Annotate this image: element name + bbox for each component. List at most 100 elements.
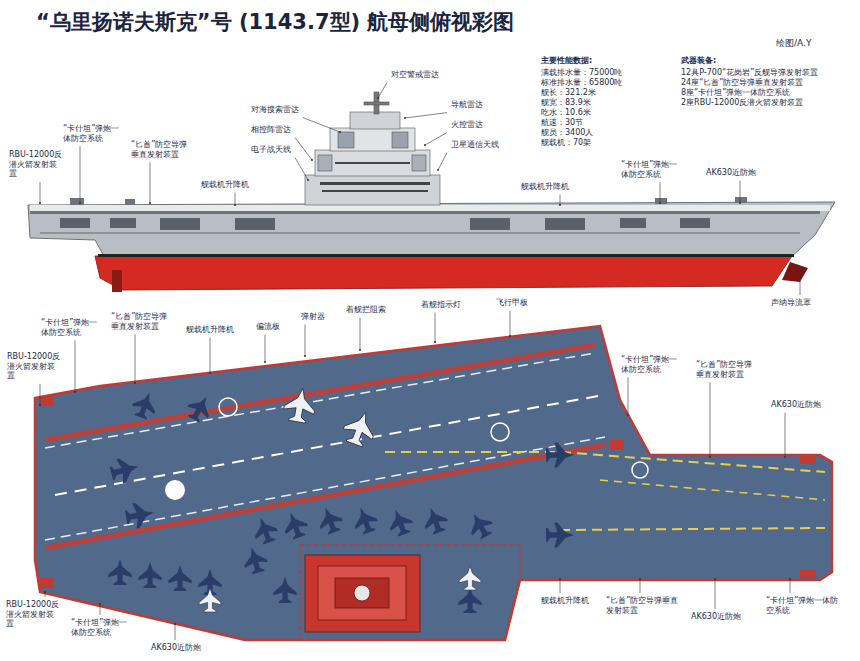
spec-line: 满载排水量：75000吨 [540, 68, 623, 78]
leader-dot [39, 202, 41, 204]
leader-dot [264, 361, 266, 363]
leader-dot [784, 456, 786, 458]
side-view [28, 92, 835, 292]
leader-dot [739, 202, 741, 204]
leader-line [378, 83, 387, 98]
leader-dot [404, 117, 406, 119]
part-label: 舰载机升降机 [540, 596, 590, 606]
part-label: “匕首”防空导弹垂直发射装置 [110, 312, 174, 331]
leader-dot [559, 204, 561, 206]
leader-dot [149, 202, 151, 204]
part-label: 对空警戒雷达 [390, 70, 440, 80]
spec-line: 24座“匕首”防空导弹垂直发射装置 [680, 78, 804, 88]
title: “乌里扬诺夫斯克”号 (1143.7型) 航母侧俯视彩图 [36, 8, 514, 36]
spec-line: 2座RBU-12000反潜火箭发射装置 [680, 98, 804, 108]
leader-line [40, 384, 41, 405]
part-label: 对海搜索雷达 [250, 105, 300, 115]
leader-line [210, 338, 211, 373]
credit: 绘图/A.Y [775, 38, 812, 49]
leader-dot [639, 578, 641, 580]
spec-heading: 主要性能数据: [540, 56, 593, 66]
leader-dot [377, 97, 379, 99]
part-label: 火控雷达 [450, 120, 484, 130]
leader-line [235, 193, 236, 205]
leader-dot [799, 269, 801, 271]
leader-line [425, 133, 447, 145]
part-label: 相控阵雷达 [250, 125, 292, 135]
leader-dot [559, 578, 561, 580]
part-label: 偏流板 [255, 322, 281, 332]
part-label: AK630近防炮 [770, 400, 827, 410]
part-label: “卡什坦”弹炮一体防空系统 [40, 318, 104, 337]
part-label: RBU-12000反潜火箭发射装置 [6, 352, 63, 381]
leader-line [305, 325, 306, 356]
leader-line [790, 579, 791, 593]
leader-line [295, 158, 308, 180]
leader-dot [424, 144, 426, 146]
leader-line [800, 270, 801, 295]
leader-line [435, 313, 436, 342]
leader-dot [99, 603, 101, 605]
spec-line: 舰载机：70架 [540, 138, 592, 148]
leader-dot [714, 578, 716, 580]
spec-line: 8座“卡什坦”弹炮一体防空系统 [680, 88, 791, 98]
leader-dot [509, 335, 511, 337]
part-label: 导航雷达 [450, 100, 484, 110]
part-label: 舰载机升降机 [185, 325, 235, 335]
leader-dot [44, 591, 46, 593]
leader-line [740, 181, 741, 203]
leader-dot [174, 623, 176, 625]
leader-line [360, 318, 361, 350]
part-label: 舰载机升降机 [200, 180, 250, 190]
part-label: 声纳导流罩 [770, 298, 812, 308]
part-label: 飞行甲板 [495, 298, 529, 308]
leader-dot [209, 372, 211, 374]
leader-line [100, 604, 101, 615]
leader-line [785, 413, 786, 457]
leader-line [135, 334, 136, 383]
leader-line [45, 592, 46, 597]
leader-dot [307, 179, 309, 181]
leader-line [510, 311, 511, 336]
part-label: 卫星通信天线 [450, 140, 500, 150]
part-label: AK630近防炮 [705, 168, 757, 178]
part-label: AK630近防炮 [150, 643, 202, 653]
spec-line: 航速：30节 [540, 118, 584, 128]
leader-line [710, 382, 711, 457]
spec-line: 舰长：321.2米 [540, 88, 597, 98]
part-label: “匕首”防空导弹垂直发射装置 [695, 360, 759, 379]
leader-line [438, 153, 447, 170]
leader-line [628, 377, 629, 415]
leader-line [295, 138, 312, 160]
part-label: “卡什坦”弹炮一体防空系统 [62, 124, 126, 143]
leader-dot [134, 382, 136, 384]
part-label: “卡什坦”弹炮一体防空系统 [70, 618, 134, 637]
leader-dot [627, 414, 629, 416]
leader-line [265, 335, 266, 362]
leader-dot [311, 159, 313, 161]
spec-line: 舰员：3400人 [540, 128, 594, 138]
part-label: 弹射器 [300, 312, 326, 322]
part-label: “卡什坦”弹炮一体防空系统 [765, 596, 842, 615]
part-label: RBU-12000反潜火箭发射装置 [5, 600, 62, 629]
leader-dot [437, 169, 439, 171]
part-label: “匕首”防空导弹垂直发射装置 [130, 140, 194, 159]
top-view [35, 326, 832, 640]
leader-line [560, 579, 561, 593]
leader-line [405, 113, 447, 118]
leader-dot [659, 202, 661, 204]
leader-dot [789, 578, 791, 580]
leader-line [150, 162, 151, 203]
leader-dot [74, 391, 76, 393]
part-label: 电子战天线 [250, 145, 292, 155]
leader-line [660, 182, 661, 203]
spec-line: 12具P-700“花岗岩”反舰导弹发射装置 [680, 68, 819, 78]
spec-heading: 武器装备: [680, 56, 717, 66]
spec-line: 舰宽：83.9米 [540, 98, 592, 108]
spec-line: 标准排水量：65800吨 [540, 78, 623, 88]
part-label: “匕首”防空导弹垂直发射装置 [605, 596, 682, 615]
leader-line [40, 182, 41, 203]
leader-dot [39, 404, 41, 406]
leader-dot [304, 355, 306, 357]
